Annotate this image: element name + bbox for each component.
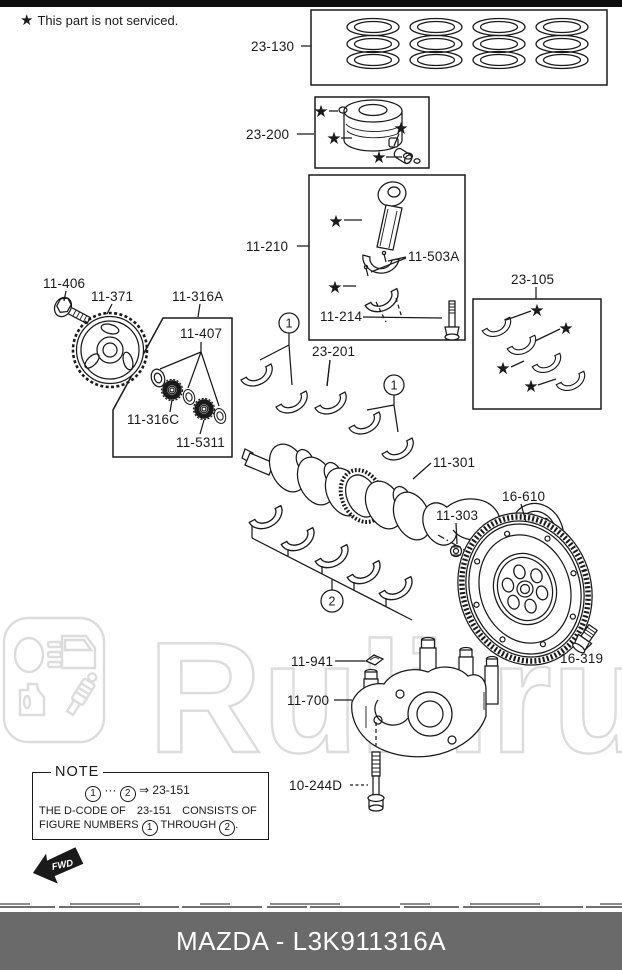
part-label-11-316C: 11-316C [127,412,180,427]
legend-note: ★This part is not serviced. [20,11,178,29]
star-icon: ★ [371,148,386,167]
star-icon: ★ [393,119,408,138]
part-label-16-610: 16-610 [502,489,546,504]
part-label-11-316A: 11-316A [172,289,224,304]
diagram-artwork: ★ ★ ★ ★ ★ ★ [0,9,622,908]
headlight-icon [13,636,45,674]
star-icon: ★ [313,102,328,121]
part-label-11-303: 11-303 [436,508,479,523]
star-icon: ★ [20,12,34,29]
note-line-2: THE D-CODE OF 23-151 CONSISTS OF [39,805,257,817]
note-line-1: 1 ··· 2 ⇒ 23-151 [85,783,268,802]
frame-23-200 [314,96,430,169]
rod-bearing-cap [364,287,404,319]
star-icon: ★ [523,377,538,396]
star-icon: ★ [495,359,510,378]
shock-absorber-icon [65,672,98,717]
crank-sprocket [71,311,149,389]
part-label-11-700: 11-700 [287,693,330,708]
note-box-title: NOTE [51,764,104,780]
part-label-11-371: 11-371 [91,289,134,304]
car-door-icon [60,634,97,670]
part-label-11-210: 11-210 [246,239,289,254]
part-label-11-301: 11-301 [433,455,476,470]
leader-lines [63,45,590,701]
legend-note-text: This part is not serviced. [37,13,179,28]
part-label-11-503A: 11-503A [408,249,460,264]
lower-block-bolt [367,722,385,812]
part-label-11-407: 11-407 [180,326,223,341]
fwd-label: FWD [51,858,75,873]
note-line1-text: ⇒ 23-151 [139,783,190,797]
part-label-10-244D: 10-244D [289,778,343,793]
flywheel [457,512,593,666]
star-icon: ★ [529,301,544,320]
fwd-arrow-icon: FWD [32,847,84,884]
svg-text:2: 2 [329,595,336,609]
woodruff-key-nut [449,544,463,558]
part-label-11-214: 11-214 [320,309,363,324]
part-label-11-941: 11-941 [291,654,334,669]
part-label-11-5311: 11-5311 [176,435,225,450]
frame-11-316A [112,317,233,458]
callout-circle-2 [320,589,344,613]
connecting-rod-assembly: ★ ★ [327,181,460,341]
sprocket-bolt [53,296,92,325]
part-label-23-200: 23-200 [246,127,290,142]
star-icon: ★ [328,212,343,231]
frame-11-210 [308,174,466,341]
frame-23-130 [310,9,608,86]
part-label-16-319: 16-319 [560,651,604,666]
watermark-logo-icon [2,616,106,744]
oil-jug-icon [18,682,46,717]
circled-number-1: 1 [85,786,101,802]
star-icon: ★ [326,129,341,148]
note-box: NOTE 1 ··· 2 ⇒ 23-151 THE D-CODE OF 23-1… [32,764,269,840]
footer-banner: MAZDA - L3K911316A [0,912,622,970]
part-label-23-130: 23-130 [251,39,295,54]
main-bearing-set: ★ ★ ★ ★ [481,301,590,396]
frame-23-105 [472,298,602,410]
callout-circle-1 [383,374,405,396]
star-icon: ★ [327,278,342,297]
top-black-strip [0,0,622,7]
note-dots: ··· [104,783,117,797]
rod-bolt [444,300,460,341]
thrust-washer-gear-set [148,342,229,435]
stud-pillar [484,655,499,705]
lower-bearing-shells: 2 [248,504,418,621]
svg-text:1: 1 [391,379,398,393]
lower-block-assembly [351,636,499,758]
piston-ring-sets [347,19,588,69]
circled-number-1: 1 [141,820,158,836]
oil-pump-key [364,654,385,666]
star-icon: ★ [558,319,573,338]
part-label-11-406: 11-406 [43,276,86,291]
callout-circle-1 [278,312,300,334]
piston-assembly: ★ ★ ★ ★ [313,99,421,167]
footer-part-number: MAZDA - L3K911316A [175,925,447,956]
circled-number-2: 2 [219,820,236,836]
circled-number-2: 2 [119,786,136,802]
note-line-3: FIGURE NUMBERS 1 THROUGH 2. [39,819,268,836]
svg-text:1: 1 [286,317,293,331]
part-label-23-201: 23-201 [312,344,356,359]
upper-bearing-shells: 1 1 [240,312,419,467]
part-label-23-105: 23-105 [511,272,555,287]
